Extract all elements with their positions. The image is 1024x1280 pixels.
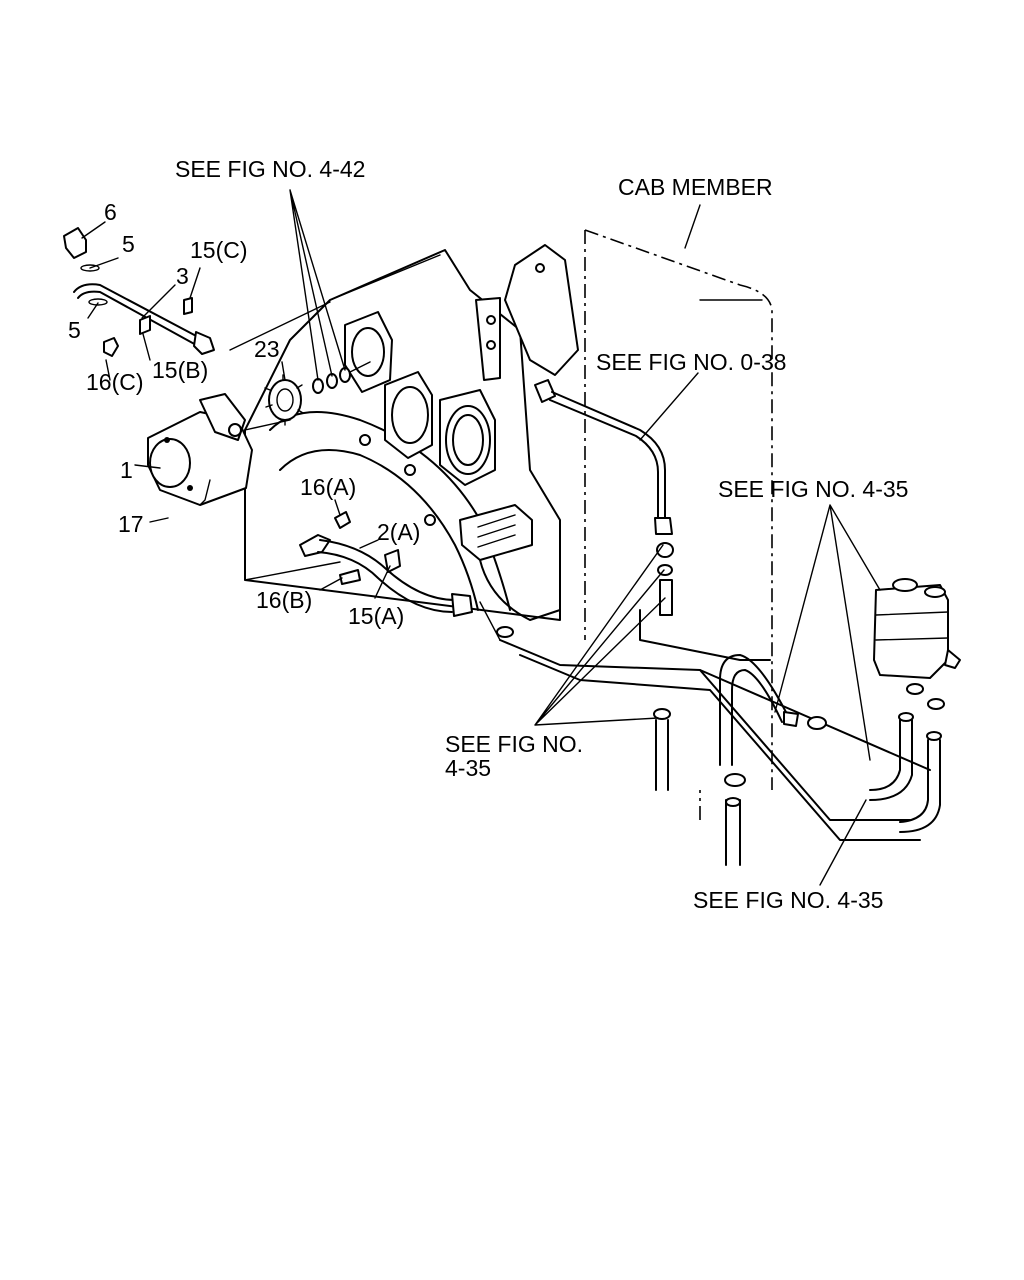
oil-reservoir [873,578,961,679]
callout-17: 17 [118,511,144,537]
engine-mount-bracket [475,244,579,381]
callout-23: 23 [254,336,280,362]
callout-5-upper: 5 [122,231,135,257]
ref-fig-4-42: SEE FIG NO. 4-42 [175,156,365,182]
callout-16c: 16(C) [86,369,144,395]
pressure-pipe-assembly [63,227,215,357]
suction-pipe [299,511,473,617]
leader-lines [81,189,881,886]
chassis-frame-and-hoses [496,609,945,866]
callout-15b: 15(B) [152,357,208,383]
callout-2a: 2(A) [377,519,420,545]
callout-15a: 15(A) [348,603,404,629]
callout-3: 3 [176,263,189,289]
ref-fig-4-35-bottom: SEE FIG NO. 4-35 [693,887,883,913]
callout-16b: 16(B) [256,587,312,613]
return-line [534,379,674,616]
cab-member-outline [584,229,773,820]
callout-15c: 15(C) [190,237,248,263]
callout-16a: 16(A) [300,474,356,500]
ref-fig-4-35-lower-line2: 4-35 [445,755,491,781]
callout-5-lower: 5 [68,317,81,343]
ref-fig-0-38: SEE FIG NO. 0-38 [596,349,786,375]
ref-cab-member: CAB MEMBER [618,174,773,200]
power-steering-pump [147,393,253,506]
ref-fig-4-35-lower-line1: SEE FIG NO. [445,731,583,757]
ref-fig-4-35-upper: SEE FIG NO. 4-35 [718,476,908,502]
callout-6: 6 [104,199,117,225]
washer-set [312,361,371,394]
callout-1: 1 [120,457,133,483]
